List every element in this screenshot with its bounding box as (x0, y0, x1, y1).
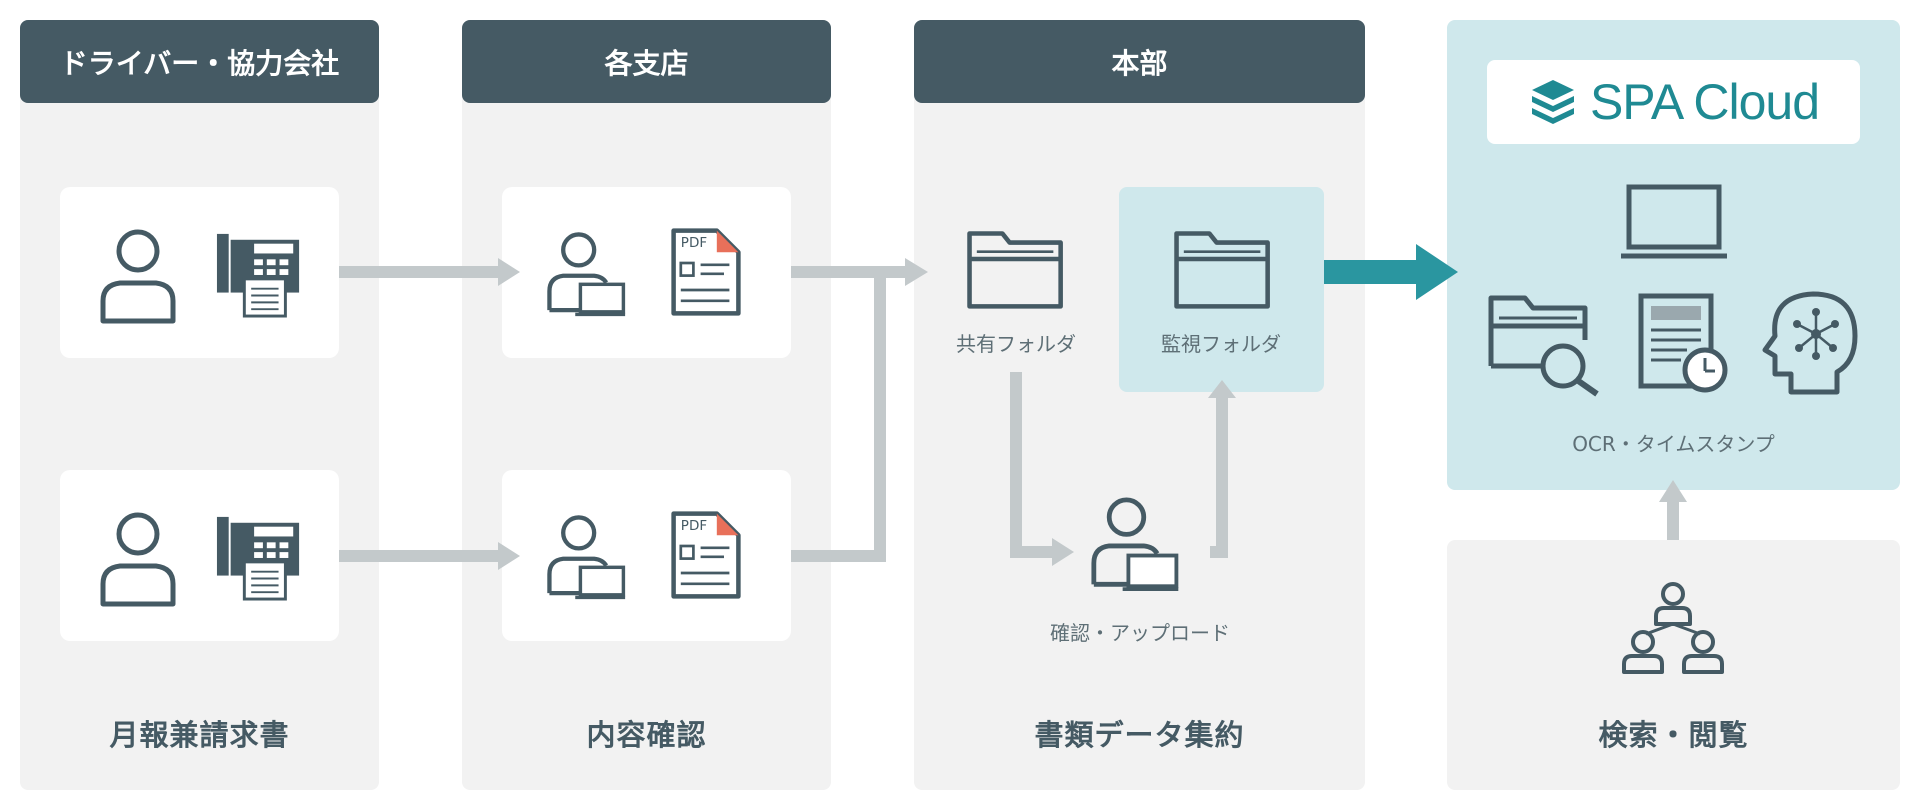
shared-folder-label: 共有フォルダ (956, 332, 1076, 356)
branch-card-bottom (502, 470, 791, 641)
branches-column-header: 各支店 (462, 20, 831, 103)
spa-cloud-logo-text: SPA Cloud (1589, 74, 1820, 130)
ocr-timestamp-label: OCR・タイムスタンプ (1572, 432, 1775, 456)
arrow-hq-to-cloud (1324, 244, 1458, 300)
branch-card-top (502, 187, 791, 358)
branches-column-caption: 内容確認 (586, 718, 707, 752)
org-chart-icon (1622, 582, 1724, 674)
drivers-column (20, 20, 379, 790)
search-caption: 検索・閲覧 (1598, 718, 1749, 752)
drivers-column-caption: 月報兼請求書 (109, 718, 290, 752)
arrow-shared-to-upload (1010, 372, 1052, 558)
laptop-icon (1621, 184, 1727, 259)
search-panel (1447, 540, 1900, 790)
arrow-upload-to-watch (1210, 398, 1228, 558)
branches-column (462, 20, 831, 790)
spa-cloud-logo-icon (1531, 80, 1574, 124)
folder-search-icon (1488, 295, 1599, 397)
watch-folder-label: 監視フォルダ (1161, 332, 1281, 356)
drivers-column-header: ドライバー・協力会社 (20, 20, 379, 103)
hq-column-caption: 書類データ集約 (1034, 718, 1245, 752)
document-timestamp-icon (1638, 293, 1728, 393)
driver-card-bottom (60, 470, 339, 641)
hq-column (914, 20, 1365, 790)
upload-label: 確認・アップロード (1050, 621, 1230, 645)
spa-cloud-logo: SPA Cloud (1487, 60, 1860, 144)
watch-folder-panel (1119, 187, 1324, 392)
driver-card-top (60, 187, 339, 358)
arrow-branch-hq-bottom-connector (791, 272, 886, 562)
ai-head-icon (1762, 291, 1858, 395)
hq-column-header: 本部 (914, 20, 1365, 103)
